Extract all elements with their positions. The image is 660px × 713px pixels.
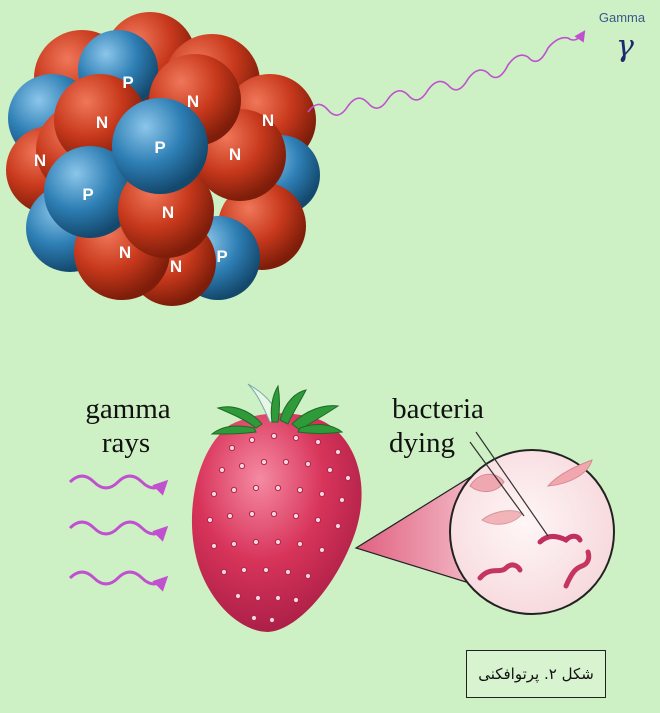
strawberry bbox=[192, 384, 362, 632]
magnifier-lens bbox=[450, 450, 614, 614]
gamma-ray-wave bbox=[70, 522, 166, 534]
neutron-letter: N bbox=[170, 257, 182, 276]
gamma-label: Gamma bbox=[599, 10, 646, 25]
gamma-rays bbox=[70, 476, 166, 584]
proton-letter: P bbox=[216, 247, 227, 266]
neutron-letter: N bbox=[262, 111, 274, 130]
bacteria-label-line1: bacteria bbox=[392, 393, 484, 425]
gamma-symbol: γ bbox=[616, 29, 634, 64]
rays-label-line2: rays bbox=[102, 427, 150, 459]
atomic-nucleus: P N N P N N N P N N N P bbox=[6, 12, 320, 306]
gamma-ray-wave bbox=[70, 476, 166, 488]
bacteria-label: bacteria dying bbox=[389, 393, 484, 459]
neutron-letter: N bbox=[187, 92, 199, 111]
neutron-letter: N bbox=[34, 151, 46, 170]
rays-label-line1: gamma bbox=[85, 393, 170, 425]
bacteria-label-line2: dying bbox=[389, 427, 455, 459]
gamma-ray-wave bbox=[70, 572, 166, 584]
neutron-letter: N bbox=[96, 113, 108, 132]
figure-caption: شکل ۲. پرتوافکنی bbox=[466, 650, 606, 698]
rays-label: gamma rays bbox=[85, 393, 170, 459]
neutron-letter: N bbox=[119, 243, 131, 262]
neutron-letter: N bbox=[162, 203, 174, 222]
proton-letter: P bbox=[122, 73, 133, 92]
gamma-emission-wave bbox=[308, 32, 584, 115]
neutron-letter: N bbox=[229, 145, 241, 164]
magnified-view bbox=[450, 432, 614, 614]
figure-caption-text: شکل ۲. پرتوافکنی bbox=[478, 665, 594, 683]
proton-letter: P bbox=[154, 138, 165, 157]
proton-letter: P bbox=[82, 185, 93, 204]
